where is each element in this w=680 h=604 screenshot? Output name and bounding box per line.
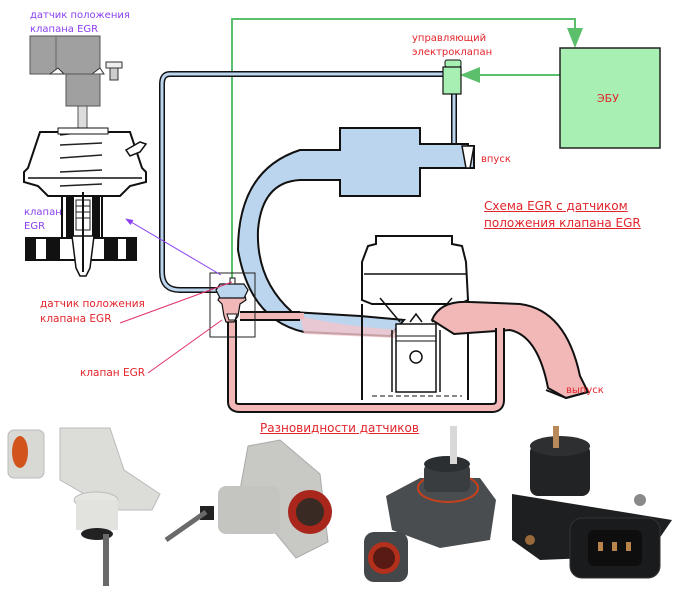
sensor-photo-3 (364, 426, 496, 582)
egr-valve-inset (209, 272, 256, 338)
engine-cylinder (361, 235, 470, 407)
top-sensor-label: датчик положения клапана EGR (30, 9, 130, 37)
top-sensor-label-line-1: датчик положения (30, 10, 130, 21)
sensor-callout-line-1: датчик положения (40, 298, 145, 310)
solenoid-label: управляющий электроклапан (412, 32, 492, 60)
valve-pointer (147, 319, 223, 374)
violet-pointer (125, 218, 222, 276)
intake-manifold (236, 127, 475, 338)
top-valve-label-line-1: клапан (24, 207, 62, 218)
solenoid-label-line-1: управляющий (412, 33, 487, 44)
callout-lines (119, 218, 233, 374)
top-valve-label: клапан EGR (24, 206, 62, 234)
exhaust-label: выпуск (566, 385, 604, 396)
sensor-photo-1 (7, 427, 161, 586)
valve-callout-label: клапан EGR (80, 367, 146, 379)
diagram-title-line-1: Схема EGR с датчиком (484, 199, 628, 213)
egr-return-pipe (227, 311, 505, 413)
sensor-photo-4 (512, 426, 672, 579)
exhaust-manifold (430, 300, 590, 400)
sensor-callout-line-2: клапана EGR (40, 313, 112, 325)
solenoid-label-line-2: электроклапан (412, 47, 493, 58)
valve-body-drawing (25, 192, 137, 277)
diagram-title-line-2: положения клапана EGR (484, 216, 641, 230)
top-valve-label-line-2: EGR (24, 221, 46, 232)
sensor-callout-label: датчик положения клапана EGR (40, 297, 145, 327)
ecu-label: ЭБУ (597, 92, 619, 105)
egr-valve-drawing (23, 35, 148, 277)
ecu-box (559, 47, 661, 149)
sensor-types-title: Разновидности датчиков (260, 421, 419, 435)
control-signal-lines (231, 18, 583, 280)
sensor-to-ecu-line (231, 18, 583, 280)
vacuum-hose (159, 71, 457, 293)
top-sensor-label-line-2: клапана EGR (30, 24, 99, 35)
solenoid-valve (442, 59, 462, 95)
diagram-title: Схема EGR с датчиком положения клапана E… (484, 198, 641, 232)
position-sensor-drawing (29, 35, 123, 129)
vacuum-actuator-drawing (23, 127, 148, 197)
intake-label: впуск (481, 154, 511, 165)
sensor-pointer (119, 281, 233, 324)
sensor-photo-2 (164, 439, 332, 559)
